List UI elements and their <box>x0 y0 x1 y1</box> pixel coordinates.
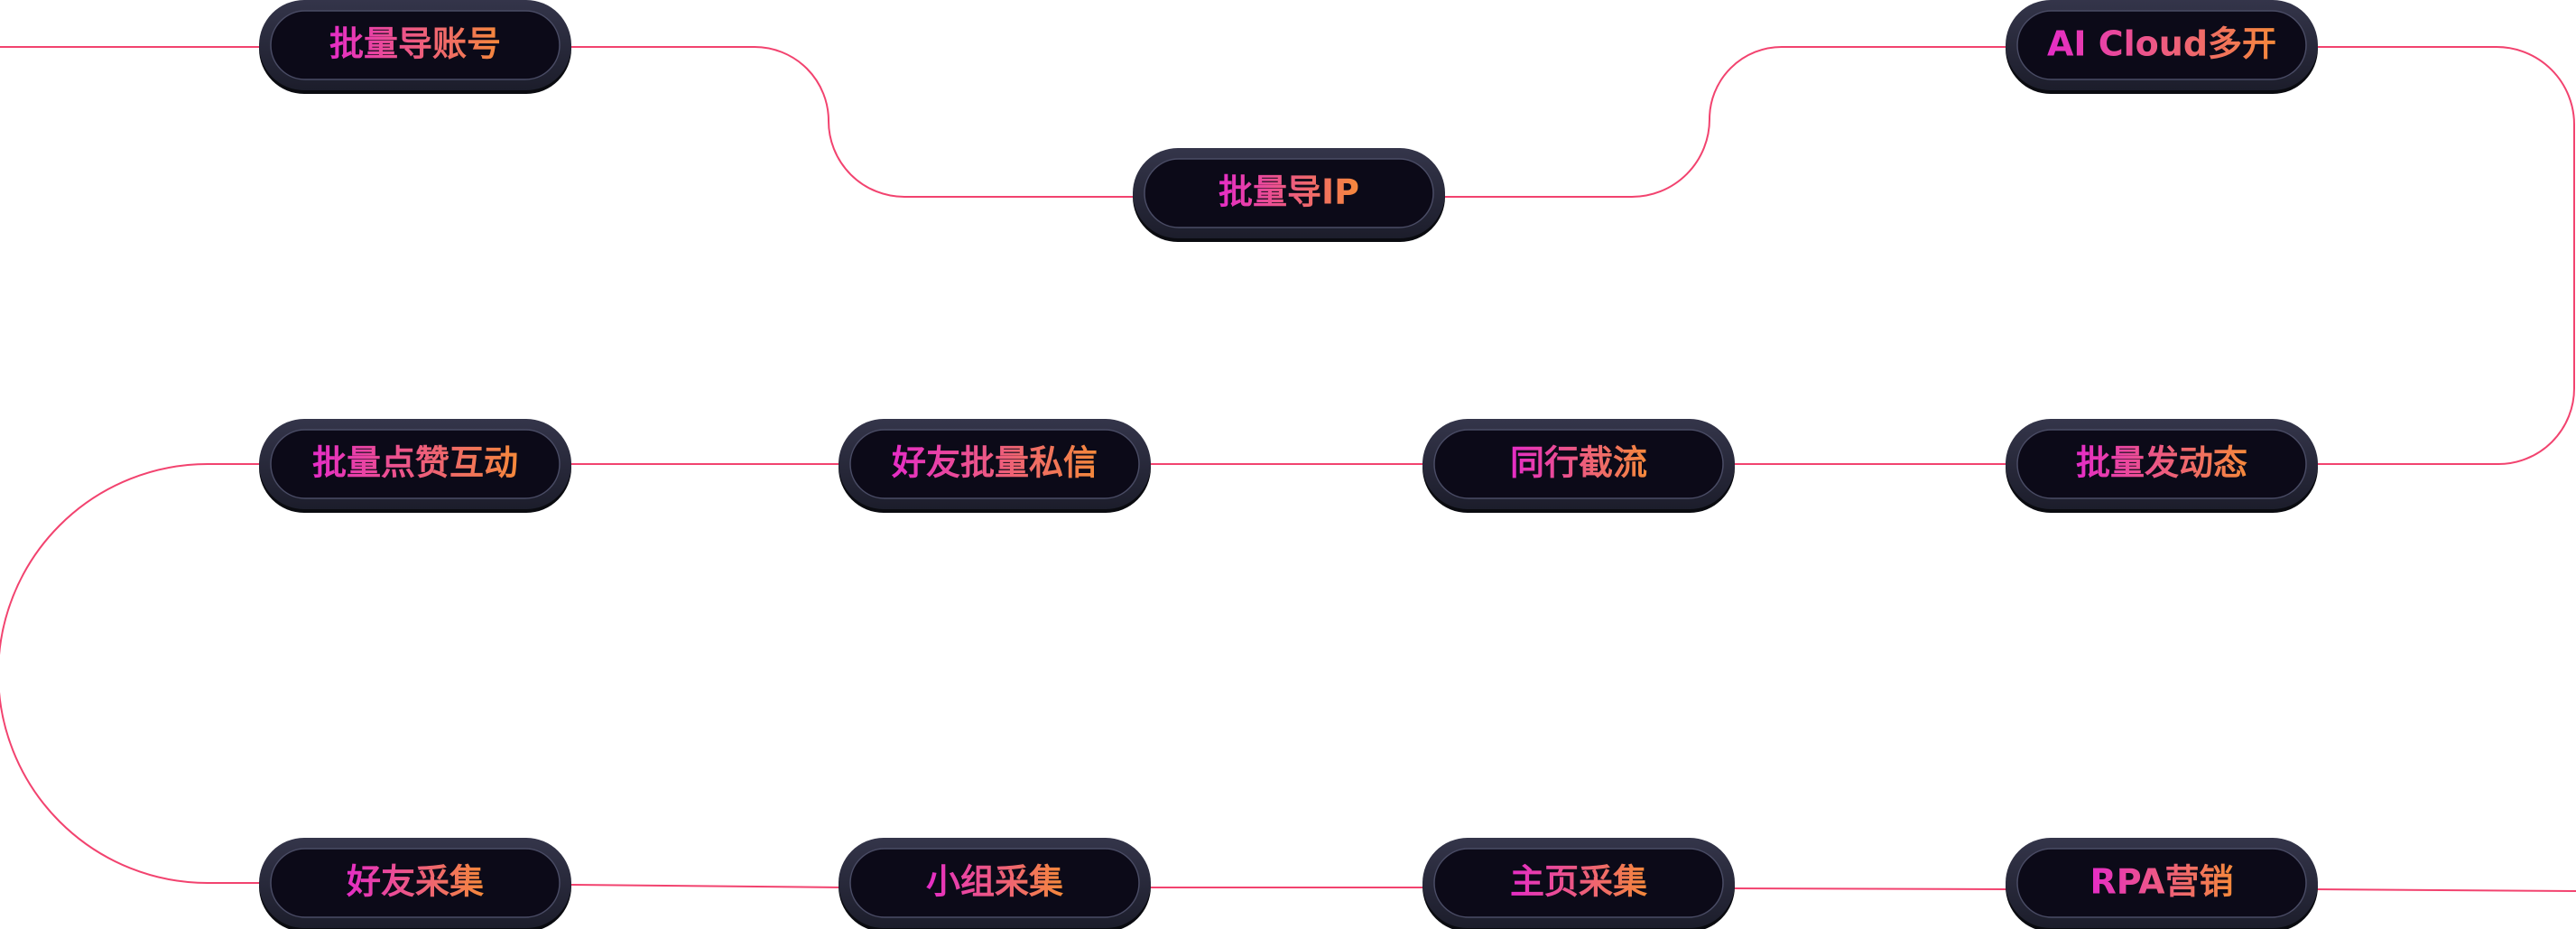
step-node-friend-collect: 好友采集 <box>259 838 571 929</box>
connectors <box>0 46 2576 892</box>
step-label: 同行截流 <box>1510 443 1647 483</box>
step-label: 批量发动态 <box>2076 443 2247 483</box>
connector-home-to-rpa <box>1732 887 2009 890</box>
step-node-batch-import-accounts: 批量导账号 <box>259 0 571 94</box>
node-inner-pill <box>849 429 1140 499</box>
step-node-batch-import-ip: 批量导IP <box>1133 148 1445 242</box>
node-inner-pill <box>2016 10 2307 80</box>
step-label: RPA营销 <box>2090 862 2233 902</box>
step-label: 好友批量私信 <box>891 443 1098 483</box>
node-inner-pill <box>2016 429 2307 499</box>
step-node-batch-like: 批量点赞互动 <box>259 419 571 513</box>
step-node-homepage-collect: 主页采集 <box>1422 838 1735 929</box>
step-label: 批量导账号 <box>329 24 501 64</box>
node-inner-pill <box>1433 429 1724 499</box>
step-node-rpa-marketing: RPA营销 <box>2006 838 2318 929</box>
step-node-friend-batch-message: 好友批量私信 <box>839 419 1151 513</box>
step-label: AI Cloud多开 <box>2047 24 2276 64</box>
step-node-ai-cloud-multi: AI Cloud多开 <box>2006 0 2318 94</box>
connector-like-to-friends <box>0 463 262 884</box>
step-node-peer-intercept: 同行截流 <box>1422 419 1735 513</box>
connector-cloud-to-post <box>2313 46 2575 465</box>
step-label: 好友采集 <box>346 862 484 902</box>
connector-ip-to-cloud <box>1442 46 2008 198</box>
node-inner-pill <box>1144 158 1434 228</box>
connector-exit <box>2312 888 2576 892</box>
node-inner-pill <box>849 848 1140 918</box>
step-label: 批量点赞互动 <box>312 443 518 483</box>
node-inner-pill <box>270 848 561 918</box>
node-inner-pill <box>270 10 561 80</box>
step-node-batch-post: 批量发动态 <box>2006 419 2318 513</box>
connector-friends-to-groups <box>568 884 845 888</box>
step-label: 小组采集 <box>926 862 1063 902</box>
node-inner-pill <box>1433 848 1724 918</box>
step-label: 主页采集 <box>1510 862 1647 902</box>
node-inner-pill <box>2016 848 2307 918</box>
step-node-group-collect: 小组采集 <box>839 838 1151 929</box>
node-inner-pill <box>270 429 561 499</box>
connector-accounts-to-ip <box>569 46 1137 198</box>
step-label: 批量导IP <box>1219 172 1359 212</box>
